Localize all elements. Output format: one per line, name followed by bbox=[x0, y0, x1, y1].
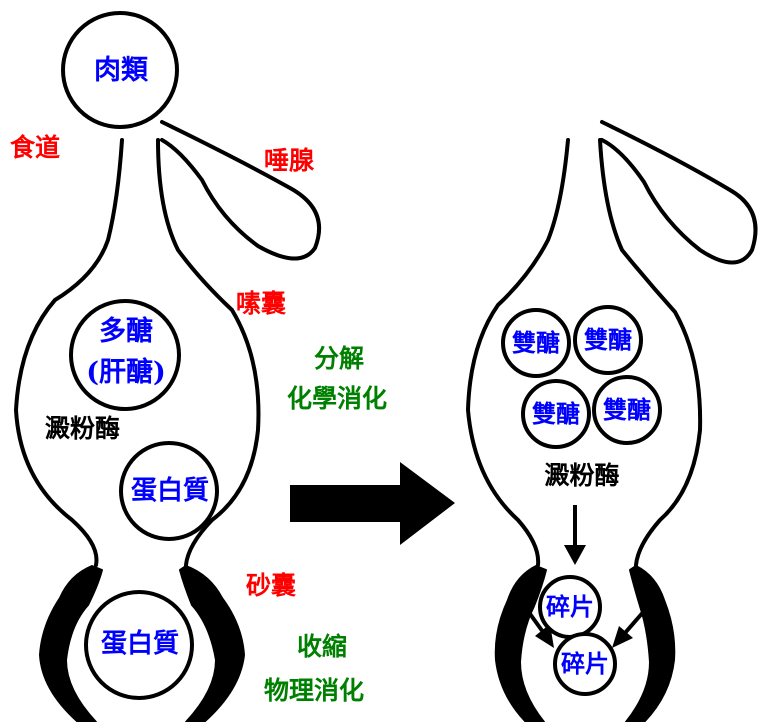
esophagus-label: 食道 bbox=[10, 135, 60, 160]
disaccharide-label-3: 雙醣 bbox=[532, 402, 580, 426]
salivary-gland bbox=[162, 122, 319, 259]
right-diagonal-arrow-shaft bbox=[625, 610, 645, 633]
gizzard-label: 砂囊 bbox=[246, 573, 296, 598]
right-gizzard-wall-right bbox=[626, 566, 674, 722]
protein-label-upper: 蛋白質 bbox=[131, 478, 209, 504]
crop-label: 嗉囊 bbox=[236, 291, 286, 316]
contract-label: 收縮 bbox=[297, 634, 347, 659]
fragment-label-1: 碎片 bbox=[546, 595, 594, 619]
right-amylase-label: 澱粉酶 bbox=[544, 463, 619, 488]
down-arrow-head bbox=[564, 545, 586, 565]
food-label: 肉類 bbox=[94, 57, 148, 84]
decompose-label: 分解 bbox=[314, 346, 364, 371]
fragment-label-2: 碎片 bbox=[561, 652, 609, 676]
right-gizzard-wall-left bbox=[496, 566, 546, 722]
physical-digestion-label: 物理消化 bbox=[264, 678, 364, 703]
glycogen-label: (肝醣) bbox=[86, 359, 166, 386]
right-salivary-gland bbox=[602, 122, 756, 263]
disaccharide-label-4: 雙醣 bbox=[603, 398, 651, 422]
disaccharide-label-2: 雙醣 bbox=[584, 328, 632, 352]
disaccharide-label-1: 雙醣 bbox=[512, 331, 560, 355]
amylase-label: 澱粉酶 bbox=[45, 416, 120, 441]
protein-label-lower: 蛋白質 bbox=[101, 631, 179, 657]
big-right-arrow bbox=[290, 462, 455, 545]
polysaccharide-label: 多醣 bbox=[99, 318, 153, 345]
chemical-digestion-label: 化學消化 bbox=[287, 386, 387, 411]
salivary-gland-label: 唾腺 bbox=[264, 148, 314, 173]
